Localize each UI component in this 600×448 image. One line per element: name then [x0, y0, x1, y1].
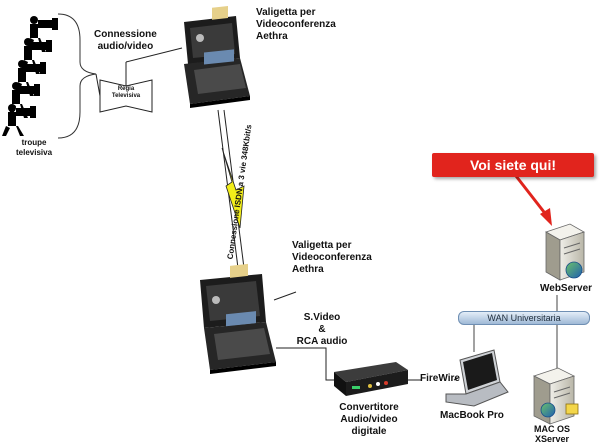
- case-bottom-label: Valigetta per Videoconferenza Aethra: [292, 240, 372, 275]
- case-top-label: Valigetta per Videoconferenza Aethra: [256, 7, 336, 42]
- videoconference-case-icon: [184, 6, 250, 108]
- troupe-label: troupe televisiva: [16, 138, 53, 157]
- you-are-here-callout: Voi siete qui!: [432, 153, 594, 177]
- camera-operator-icon: [2, 16, 58, 136]
- webserver-label: WebServer: [540, 283, 593, 294]
- connection-av-label: Connessione audio/video: [94, 29, 157, 52]
- firewire-label: FireWire: [420, 373, 460, 384]
- macbook-label: MacBook Pro: [440, 410, 504, 421]
- folder-icon: [565, 403, 579, 415]
- globe-icon: [540, 402, 556, 418]
- regia-label: Regia Televisiva: [111, 86, 141, 99]
- videoconference-case-icon: [200, 263, 276, 374]
- laptop-icon: [445, 349, 509, 407]
- converter-box-icon: [334, 362, 408, 396]
- converter-label: Convertitore Audio/video digitale: [339, 402, 399, 437]
- globe-icon: [565, 261, 583, 279]
- server-icon: [532, 367, 576, 425]
- svideo-label: S.Video & RCA audio: [296, 312, 348, 347]
- wan-network-bar: WAN Universitaria: [458, 311, 590, 325]
- lightning-icon: [217, 109, 245, 269]
- xserver-label: MAC OS XServer: [534, 424, 570, 444]
- arrow-icon: [514, 175, 552, 226]
